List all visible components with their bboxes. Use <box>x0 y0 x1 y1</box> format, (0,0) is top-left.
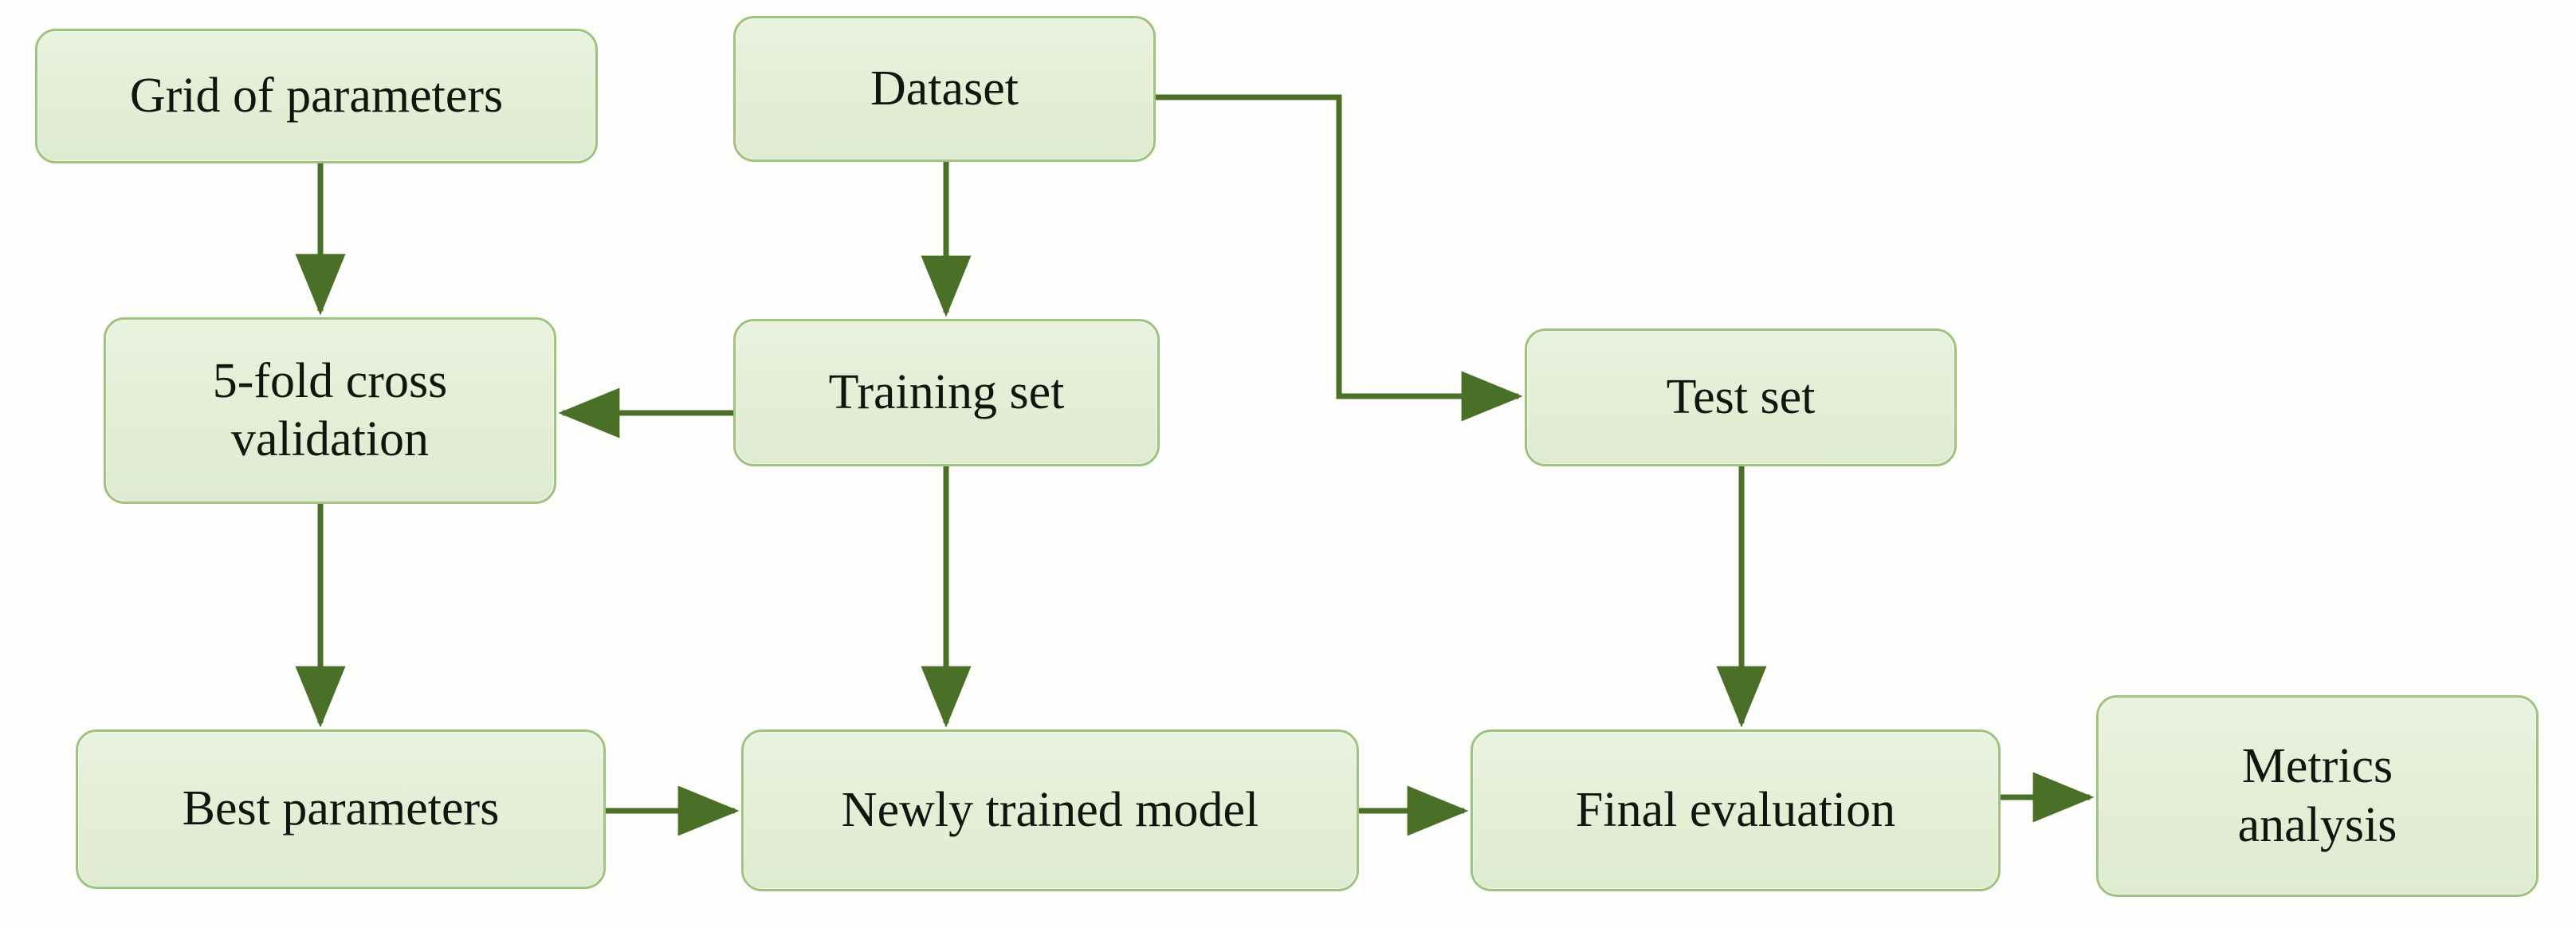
node-newly-trained-model[interactable]: Newly trained model <box>741 729 1359 891</box>
node-best-parameters[interactable]: Best parameters <box>76 729 606 889</box>
edge-dataset-to-test <box>1156 94 1523 422</box>
node-final-evaluation[interactable]: Final evaluation <box>1471 729 2001 891</box>
node-dataset[interactable]: Dataset <box>733 16 1156 162</box>
node-label: Newly trained model <box>841 782 1259 837</box>
node-label: Training set <box>828 364 1065 419</box>
node-grid-of-parameters[interactable]: Grid of parameters <box>35 29 598 163</box>
node-label: Dataset <box>870 61 1019 116</box>
node-training-set[interactable]: Training set <box>733 319 1160 466</box>
node-five-fold-cross-validation[interactable]: 5-fold cross validation <box>104 317 556 504</box>
node-label: 5-fold cross validation <box>212 353 448 466</box>
node-test-set[interactable]: Test set <box>1525 328 1957 466</box>
node-label: Metrics analysis <box>2237 739 2397 852</box>
node-label: Best parameters <box>182 781 500 836</box>
node-metrics-analysis[interactable]: Metrics analysis <box>2096 695 2539 897</box>
node-label: Test set <box>1666 369 1816 424</box>
node-label: Final evaluation <box>1575 782 1896 837</box>
node-label: Grid of parameters <box>129 68 504 123</box>
